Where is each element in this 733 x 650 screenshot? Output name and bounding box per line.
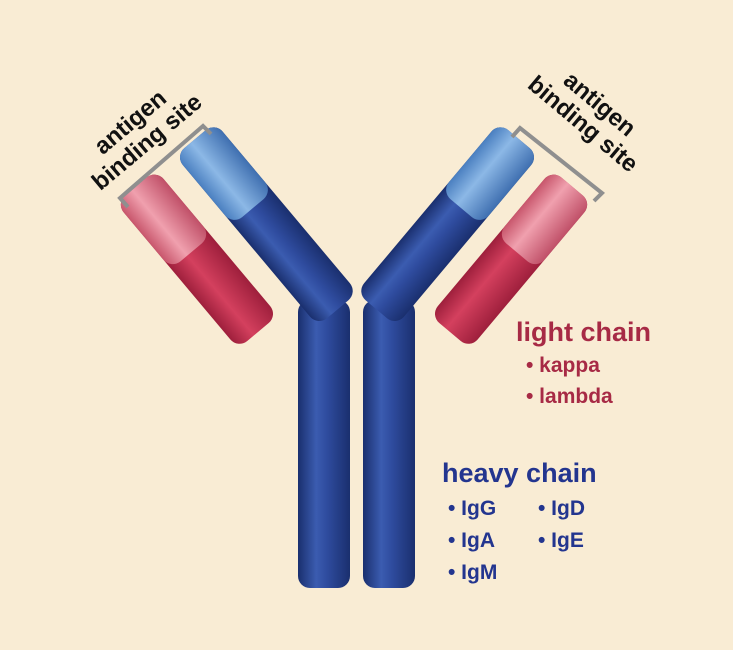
- light-chain-left: [120, 174, 274, 344]
- heavy-chain-title: heavy chain: [442, 458, 597, 488]
- light-chain-right: [434, 174, 588, 344]
- heavy-chain-item-ige: • IgE: [538, 529, 584, 552]
- antigen-site-label-left: antigen binding site: [87, 85, 208, 196]
- antigen-site-label-right: antigen binding site: [523, 67, 644, 178]
- heavy-chain-left: [180, 127, 353, 588]
- heavy-chain-item-igg: • IgG: [448, 497, 496, 520]
- light-chain-item-lambda: • lambda: [526, 385, 613, 408]
- heavy-chain-item-iga: • IgA: [448, 529, 495, 552]
- antigen-site-bracket-right: [510, 125, 606, 203]
- light-chain-title: light chain: [516, 317, 651, 347]
- light-chain-legend: light chain • kappa • lambda: [516, 317, 651, 408]
- heavy-chain-legend: heavy chain • IgG • IgD • IgA • IgE • Ig…: [442, 458, 597, 584]
- antigen-site-bracket-left: [117, 123, 213, 209]
- heavy-chain-right: [361, 127, 534, 588]
- heavy-chain-item-igd: • IgD: [538, 497, 585, 520]
- heavy-chain-item-igm: • IgM: [448, 561, 497, 584]
- light-chain-item-kappa: • kappa: [526, 354, 600, 377]
